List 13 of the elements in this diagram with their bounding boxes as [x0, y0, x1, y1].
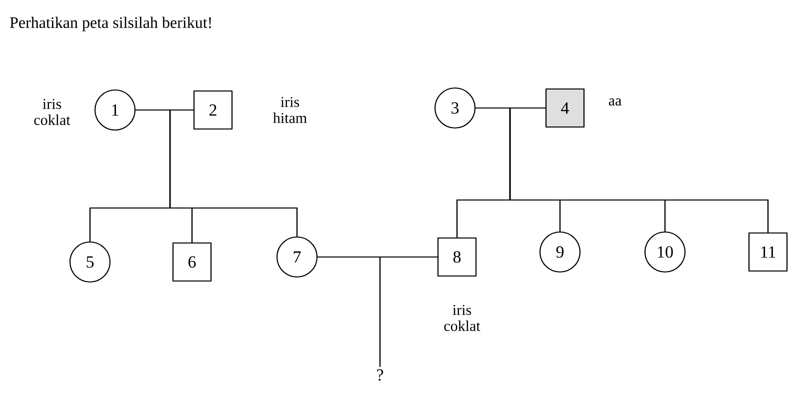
- descent-line: [379, 256, 438, 367]
- beside-label: iris hitam: [273, 96, 307, 124]
- male-square: 11: [748, 232, 788, 272]
- descent-line: [169, 109, 298, 236]
- male-square: 4: [545, 88, 585, 128]
- beside-label: iris coklat: [34, 98, 70, 126]
- beside-label: aa: [608, 98, 622, 106]
- title: Perhatikan peta silsilah berikut!: [10, 16, 211, 32]
- male-square: 2: [193, 90, 233, 130]
- question-mark: ?: [377, 369, 384, 381]
- male-square: 8: [437, 237, 477, 277]
- male-square: 6: [172, 242, 212, 282]
- beside-label: iris coklat: [444, 304, 480, 332]
